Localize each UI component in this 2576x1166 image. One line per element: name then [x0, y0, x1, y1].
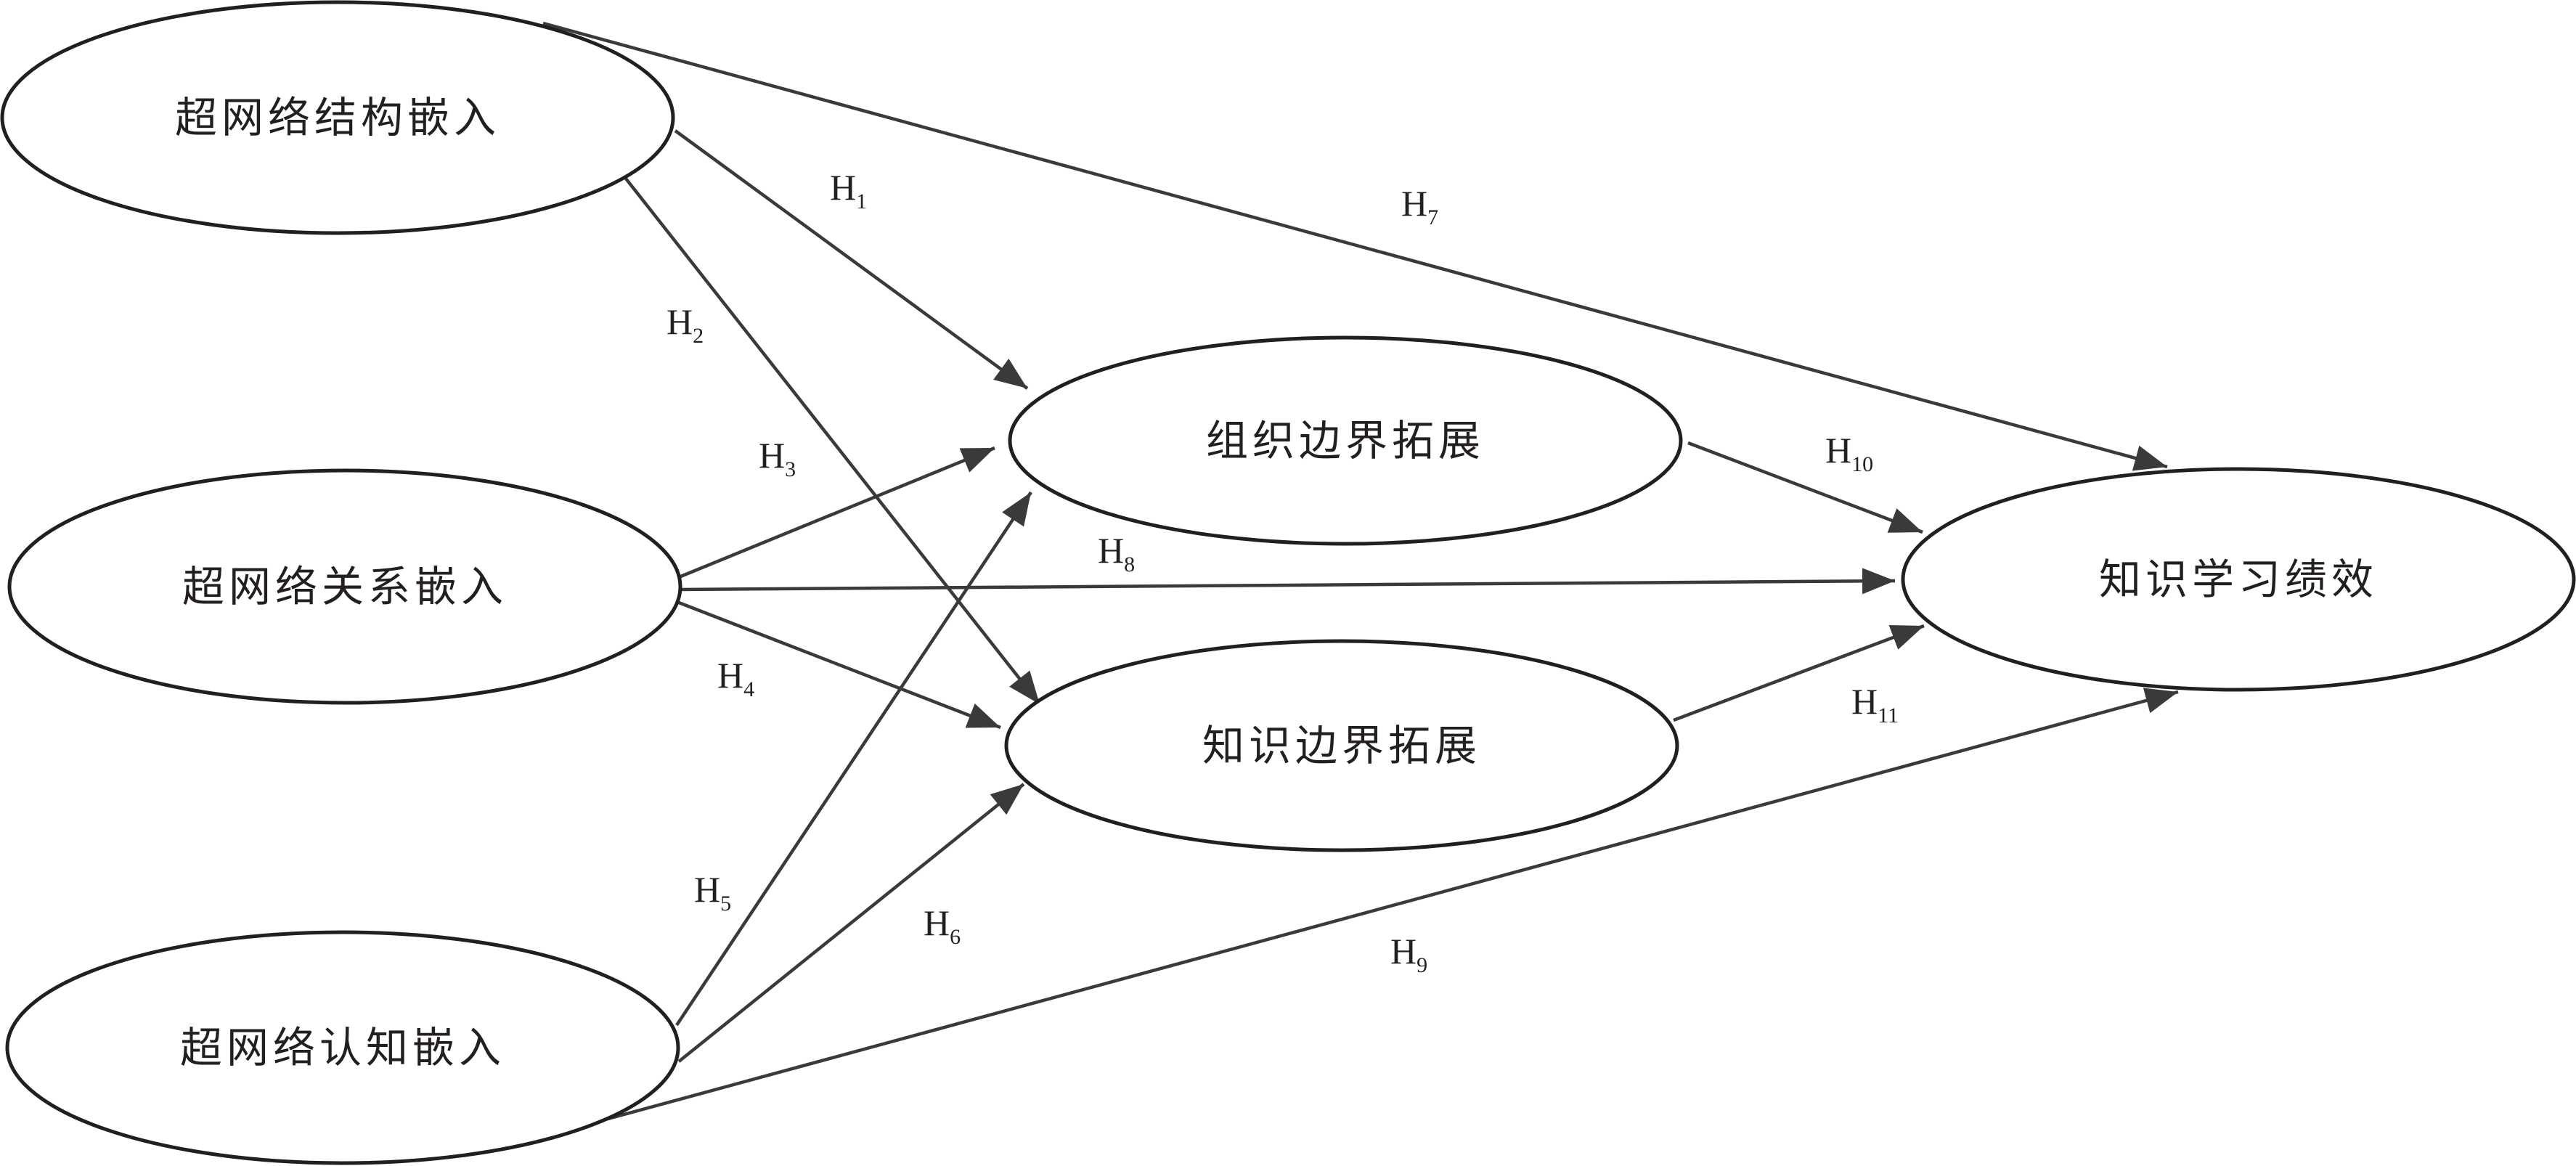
label-h1: H1 [830, 167, 867, 213]
node-relational-embedding: 超网络关系嵌入 [7, 468, 682, 705]
hypothesis-labels: H1 H2 H3 H4 H5 H6 H7 H8 H9 H10 H11 [667, 167, 1899, 977]
edge-h10 [1687, 441, 1923, 534]
edge-h11 [1673, 624, 1925, 722]
node-label: 知识学习绩效 [2099, 555, 2378, 604]
edge-h8 [678, 568, 1896, 595]
edge-h4 [678, 600, 1001, 730]
node-shape [0, 0, 675, 235]
node-label: 超网络结构嵌入 [175, 93, 500, 142]
label-h5: H5 [694, 869, 731, 916]
edge-h7 [542, 21, 2168, 471]
edge-h5 [675, 491, 1032, 1027]
label-h8: H8 [1098, 530, 1135, 576]
node-shape [1901, 467, 2576, 692]
edges [542, 21, 2179, 1122]
label-h7: H7 [1401, 183, 1438, 229]
node-cognitive-embedding: 超网络认知嵌入 [5, 930, 680, 1165]
label-h3: H3 [759, 435, 796, 481]
label-h9: H9 [1390, 931, 1427, 977]
label-h6: H6 [924, 902, 961, 949]
label-h11: H11 [1851, 681, 1899, 727]
node-org-boundary-expansion: 组织边界拓展 [1008, 335, 1683, 546]
node-knowledge-learning-performance: 知识学习绩效 [1901, 467, 2576, 692]
node-shape [5, 930, 680, 1165]
node-label: 超网络关系嵌入 [182, 562, 508, 611]
edge-h2 [624, 177, 1041, 706]
node-shape [7, 468, 682, 705]
edge-h9 [602, 688, 2179, 1122]
label-h2: H2 [667, 301, 704, 348]
edge-h6 [677, 783, 1025, 1063]
node-label: 组织边界拓展 [1206, 416, 1485, 465]
node-shape [1008, 335, 1683, 546]
node-label: 知识边界拓展 [1202, 721, 1481, 770]
label-h10: H10 [1825, 430, 1873, 476]
node-structural-embedding: 超网络结构嵌入 [0, 0, 675, 235]
node-label: 超网络认知嵌入 [180, 1023, 505, 1072]
edge-h1 [674, 129, 1029, 390]
label-h4: H4 [717, 655, 754, 701]
edge-h3 [678, 446, 995, 579]
node-shape [1004, 639, 1679, 852]
node-knowledge-boundary-expansion: 知识边界拓展 [1004, 639, 1679, 852]
